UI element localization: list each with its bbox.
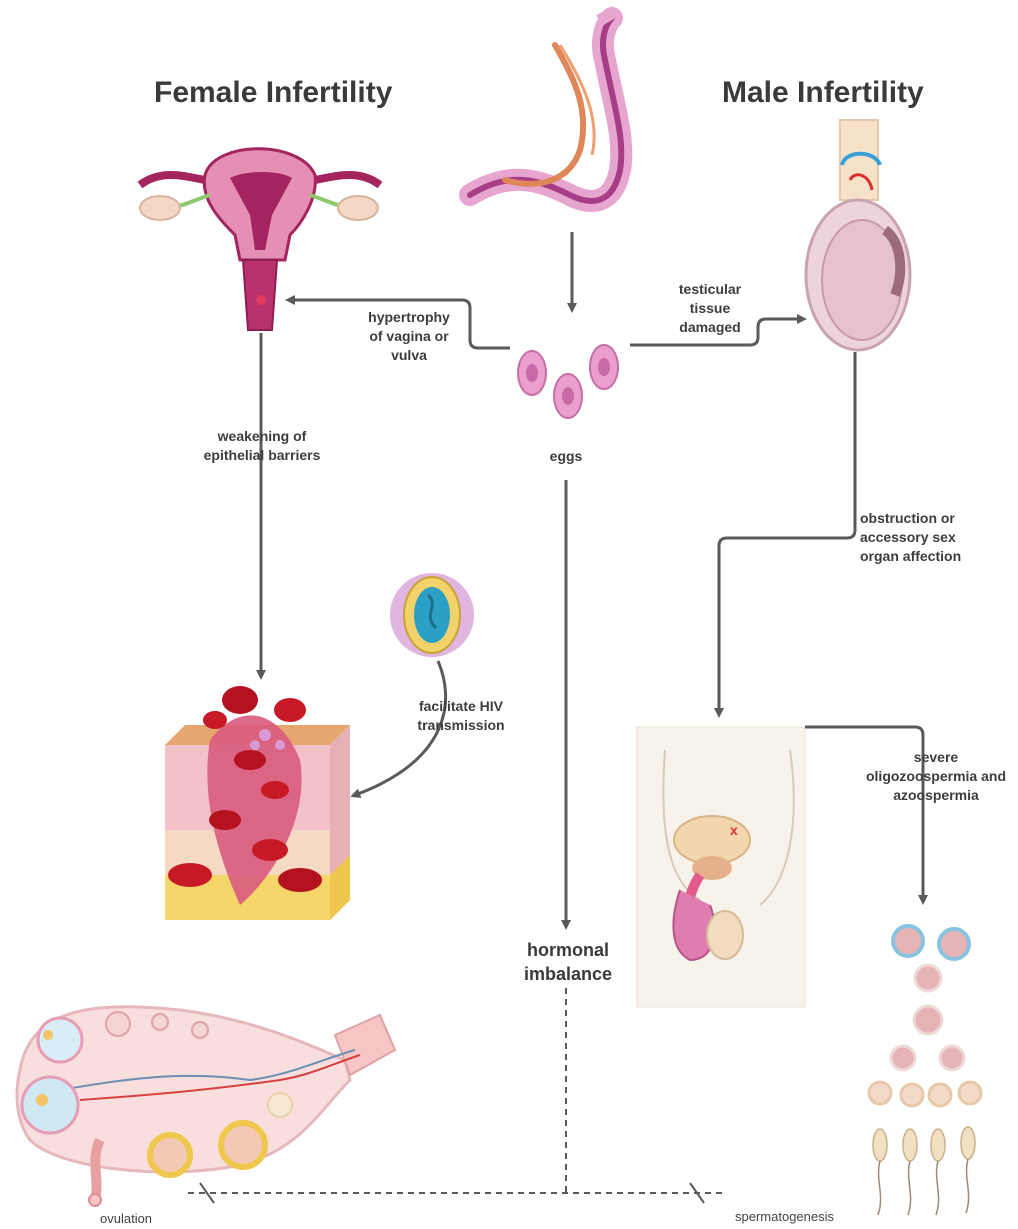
label-ovulation: ovulation: [100, 1211, 152, 1226]
label-hypertrophy: hypertrophy of vagina or vulva: [352, 308, 466, 365]
schistosome-worm-icon: [470, 6, 621, 201]
label-obstruction: obstruction or accessory sex organ affec…: [860, 509, 990, 566]
label-eggs: eggs: [536, 447, 596, 466]
label-spermatogenesis: spermatogenesis: [735, 1209, 834, 1224]
hiv-virus-icon: [390, 573, 474, 657]
label-testicular: testicular tissue damaged: [660, 280, 760, 337]
male-infertility-title: Male Infertility: [722, 76, 924, 110]
vaginal-tissue-icon: [165, 686, 350, 920]
male-pelvis-icon: x: [637, 727, 805, 1007]
arrow-testis-to-pelvis: [719, 352, 855, 713]
schistosoma-egg-icon: [518, 345, 618, 418]
dash-tick-right: [690, 1183, 704, 1203]
label-weakening: weakening of epithelial barriers: [182, 427, 342, 465]
sperm-cells-icon: [869, 926, 981, 1215]
label-hormonal: hormonal imbalance: [508, 938, 628, 986]
svg-text:x: x: [730, 822, 738, 838]
testis-icon: [806, 120, 910, 350]
label-oligo: severe oligozoospermia and azoospermia: [856, 748, 1016, 805]
female-infertility-title: Female Infertility: [154, 76, 392, 110]
label-hiv: facilitate HIV transmission: [396, 697, 526, 735]
uterus-icon: [140, 149, 380, 330]
ovary-icon: [17, 1007, 395, 1206]
